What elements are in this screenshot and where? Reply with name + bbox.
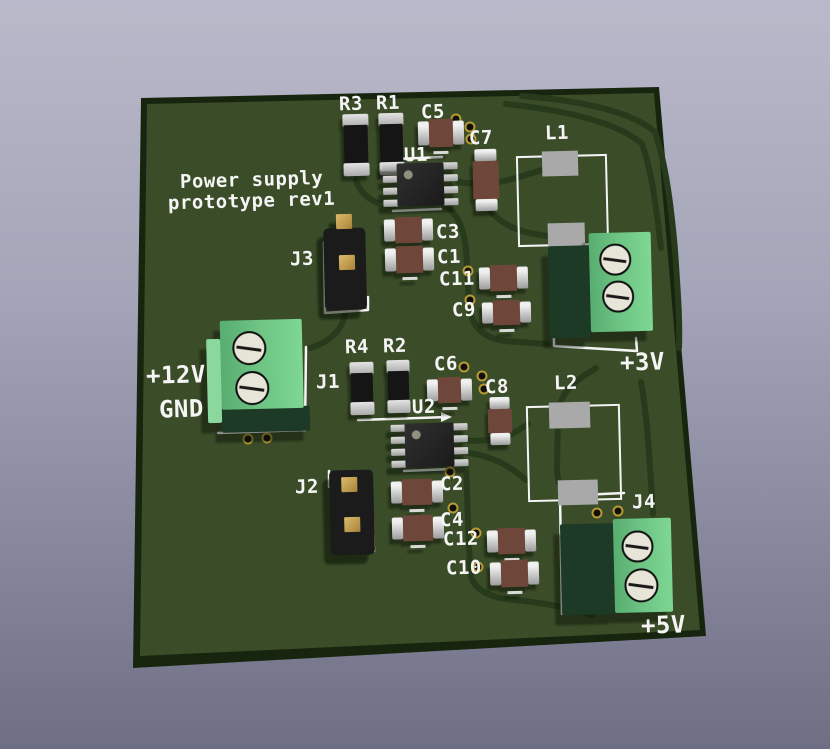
silkscreen-arrowhead xyxy=(441,412,452,422)
board-surface xyxy=(140,93,700,656)
